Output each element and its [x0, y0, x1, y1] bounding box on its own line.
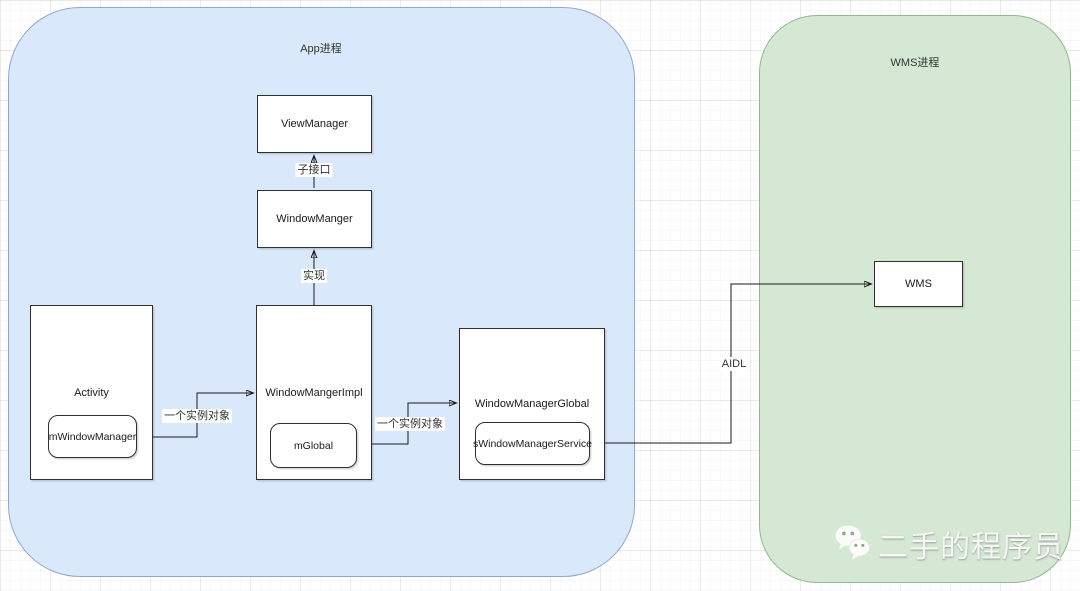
- node-mwindowmanager: mWindowManager: [48, 415, 137, 458]
- node-viewmanager: ViewManager: [257, 95, 372, 153]
- node-swindowmanagerservice: sWindowManagerService: [473, 422, 592, 465]
- wechat-icon: [835, 525, 870, 561]
- edge-label-sub-interface: 子接口: [295, 163, 333, 177]
- edge-label-aidl: AIDL: [719, 357, 749, 371]
- app-process-container: [8, 7, 635, 577]
- edge-label-instance-2: 一个实例对象: [375, 417, 445, 431]
- node-wms: WMS: [874, 261, 963, 307]
- watermark-text: 二手的程序员: [878, 531, 1064, 564]
- edge-label-implement: 实现: [301, 269, 327, 283]
- wms-process-label: WMS进程: [890, 57, 940, 69]
- app-process-label: App进程: [300, 43, 342, 55]
- node-windowmanger: WindowManger: [257, 190, 372, 248]
- watermark: 二手的程序员: [834, 514, 1064, 574]
- edge-label-instance-1: 一个实例对象: [162, 409, 232, 423]
- node-mglobal: mGlobal: [270, 423, 357, 468]
